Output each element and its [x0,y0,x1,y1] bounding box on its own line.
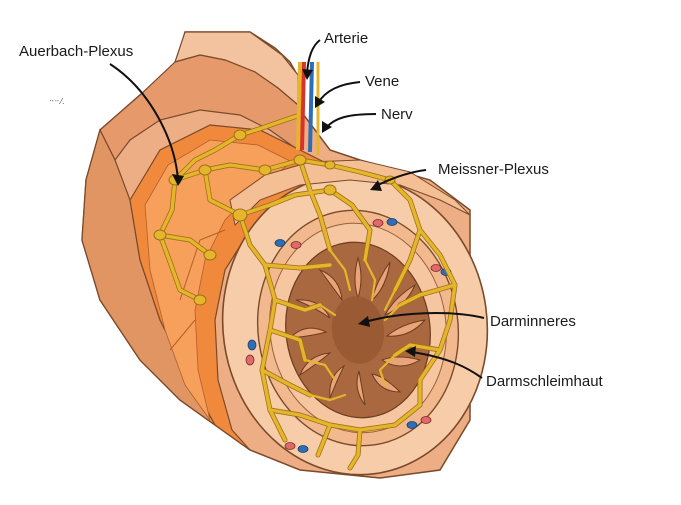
label-vene: Vene [365,73,399,90]
blue-vessel-icon [274,239,286,247]
red-vessel-icon [430,264,442,272]
ganglion-icon [153,129,396,306]
label-arterie: Arterie [324,30,368,47]
label-darmschleimhaut: Darmschleimhaut [486,373,604,390]
blue-vessel-icon [247,339,257,351]
artery-vessel [300,61,306,151]
blue-vessel-icon [297,445,309,453]
label-meissner-plexus: Meissner-Plexus [438,161,549,178]
nerve-network [153,112,458,471]
label-darminneres: Darminneres [490,313,576,330]
red-vessel-icon [284,442,296,450]
red-vessel-icon [372,219,384,227]
vein-vessel [308,61,314,153]
vessel-bundle [296,61,320,155]
stray-mark: ᠃᠃ ⁄. [48,97,64,106]
red-vessel-icon [290,241,302,249]
label-nerv: Nerv [381,106,413,123]
red-vessel-icon [420,416,432,424]
label-auerbach-plexus: Auerbach-Plexus [19,43,133,60]
blue-vessel-icon [406,421,418,429]
villi-folds [288,256,427,406]
red-vessel-icon [245,354,255,366]
blue-vessel-icon [386,218,398,226]
vessel-cross-sections [245,218,452,453]
label-arrows [109,39,485,379]
